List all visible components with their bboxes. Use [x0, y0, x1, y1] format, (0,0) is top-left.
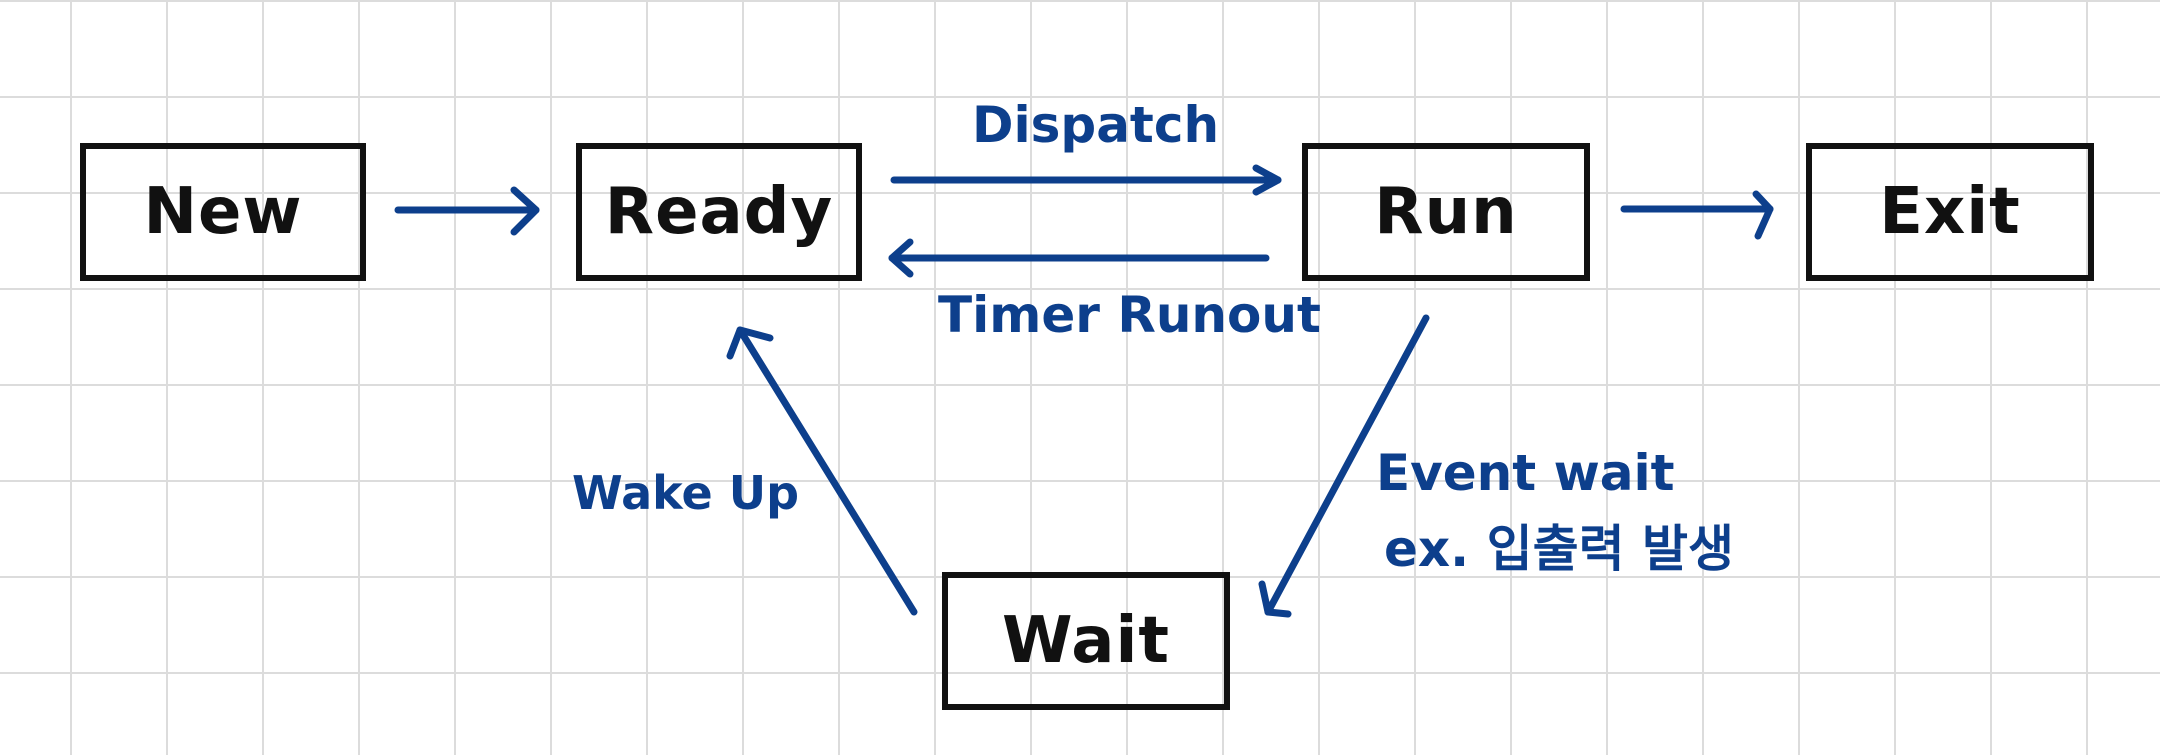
arrow-wake-up — [726, 326, 918, 616]
state-run: Run — [1302, 143, 1590, 281]
label-event-wait: Event wait — [1376, 444, 1675, 502]
label-timer-runout: Timer Runout — [938, 286, 1321, 344]
label-wake-up: Wake Up — [572, 466, 799, 520]
state-wait: Wait — [942, 572, 1230, 710]
arrow-run-to-exit — [1620, 190, 1774, 240]
state-new: New — [80, 143, 366, 281]
label-event-wait-example: ex. 입출력 발생 — [1384, 520, 1734, 578]
arrow-timer-runout — [888, 238, 1270, 278]
state-exit: Exit — [1806, 143, 2094, 281]
label-dispatch: Dispatch — [972, 96, 1220, 154]
arrow-dispatch — [890, 164, 1282, 196]
state-ready: Ready — [576, 143, 862, 281]
arrow-event-wait — [1258, 314, 1430, 618]
arrow-new-to-ready — [394, 186, 540, 236]
